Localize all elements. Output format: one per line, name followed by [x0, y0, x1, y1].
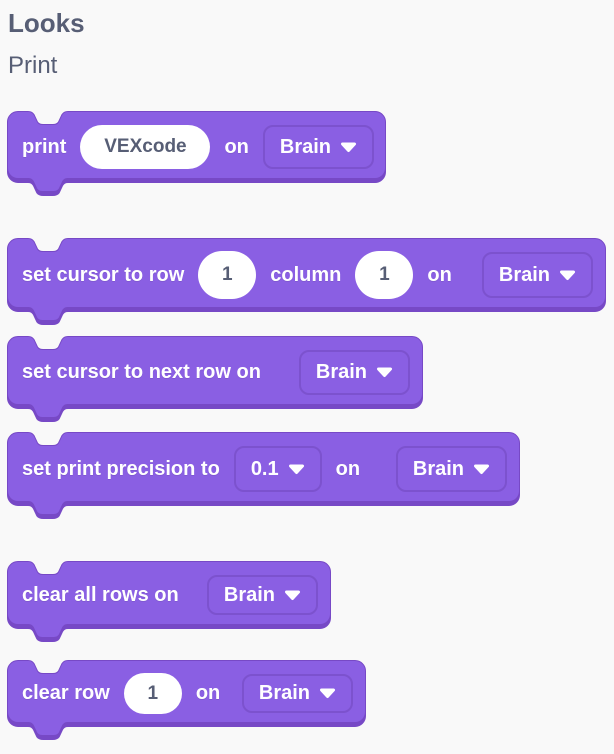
block-label: clear row	[22, 682, 110, 704]
dropdown[interactable]: Brain	[206, 575, 318, 615]
block-shape	[7, 432, 520, 519]
block-label: clear all rows on	[22, 583, 179, 606]
block-label: on	[224, 135, 249, 158]
block-label: set print precision to	[22, 457, 220, 480]
block-content: set print precision to 0.1 on Brain	[8, 433, 519, 505]
dropdown[interactable]: Brain	[481, 252, 593, 298]
dropdown[interactable]: Brain	[262, 125, 374, 169]
dropdown-arrow-icon	[341, 142, 356, 152]
text-input[interactable]: VEXcode	[80, 125, 211, 169]
block-print[interactable]: print VEXcode on Brain	[7, 111, 386, 196]
block-clear-row[interactable]: clear row 1 on Brain	[7, 660, 366, 740]
block-label: print	[22, 135, 67, 158]
block-label: set cursor to next row on	[22, 361, 261, 383]
section-title: Print	[8, 52, 58, 79]
block-label: column	[270, 263, 342, 286]
number-input[interactable]: 1	[123, 673, 182, 714]
dropdown-value: Brain	[315, 361, 367, 383]
dropdown-arrow-icon	[320, 688, 335, 698]
block-content: set cursor to row 1 column 1 on Brain	[8, 239, 605, 311]
dropdown[interactable]: Brain	[395, 446, 507, 492]
dropdown-arrow-icon	[560, 270, 575, 280]
block-label: set cursor to row	[22, 263, 185, 286]
category-title: Looks	[8, 8, 85, 38]
dropdown-value: Brain	[223, 583, 275, 606]
dropdown-arrow-icon	[474, 464, 489, 474]
dropdown[interactable]: Brain	[298, 350, 410, 395]
dropdown[interactable]: Brain	[241, 674, 353, 713]
block-content: clear all rows on Brain	[8, 562, 330, 628]
block-label: on	[195, 682, 221, 704]
block-shape	[7, 336, 423, 422]
block-shape	[7, 238, 606, 325]
block-content: clear row 1 on Brain	[8, 661, 365, 726]
dropdown-value: Brain	[258, 682, 310, 704]
block-content: print VEXcode on Brain	[8, 112, 385, 182]
block-shape	[7, 660, 366, 740]
block-clear-all-rows[interactable]: clear all rows on Brain	[7, 561, 331, 642]
number-input[interactable]: 1	[198, 251, 257, 299]
dropdown-arrow-icon	[288, 464, 304, 474]
dropdown-value: Brain	[498, 263, 550, 286]
block-set-cursor-to-row-column[interactable]: set cursor to row 1 column 1 on Brain	[7, 238, 606, 325]
number-input[interactable]: 1	[355, 251, 414, 299]
block-label: on	[335, 457, 361, 480]
block-set-cursor-to-next-row[interactable]: set cursor to next row on Brain	[7, 336, 423, 422]
dropdown-value: Brain	[279, 135, 331, 158]
block-label: on	[427, 263, 452, 286]
dropdown-value: 0.1	[250, 457, 279, 480]
block-content: set cursor to next row on Brain	[8, 337, 422, 408]
dropdown[interactable]: 0.1	[233, 446, 322, 492]
dropdown-value: Brain	[412, 457, 464, 480]
dropdown-arrow-icon	[377, 367, 392, 377]
dropdown-arrow-icon	[285, 590, 300, 600]
block-shape	[7, 561, 331, 642]
block-set-print-precision[interactable]: set print precision to 0.1 on Brain	[7, 432, 520, 519]
